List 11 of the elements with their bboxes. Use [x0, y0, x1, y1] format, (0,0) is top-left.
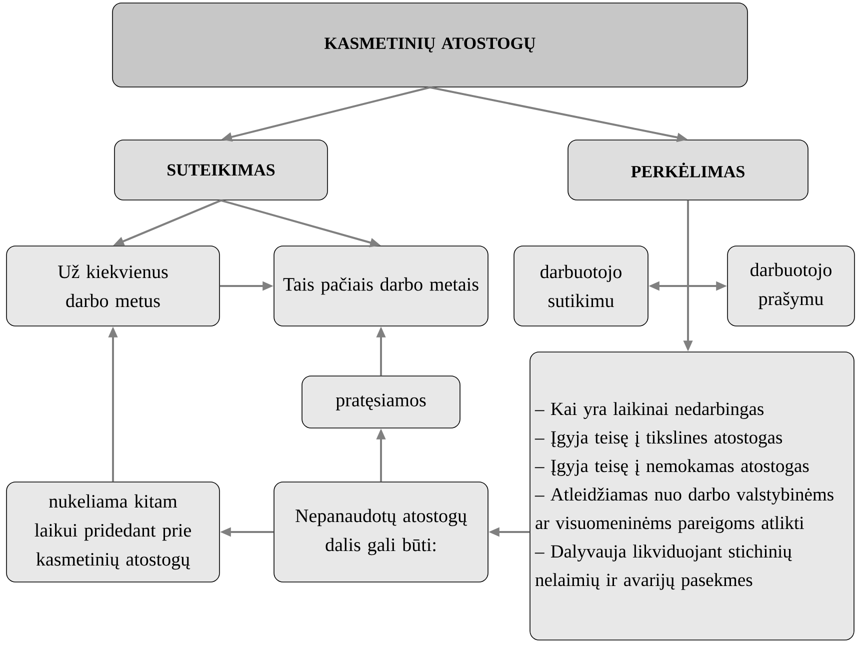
process-box: darbuotojo sutikimu: [514, 246, 648, 326]
condition-box: – Kai yra laikinai nedarbingas – Įgyja teisę į tikslines atostogas – Įgyja teisę į nemokamas atostogas – Atleidžiamas nuo darbo valstybinėms ar visuomeninėms pareigoms atlikti – Dalyvauja likviduojant stichinių nelaimių ir avarijų pasekmes: [530, 352, 854, 640]
category-box: PERKĖLIMAS: [568, 140, 808, 200]
category-box: SUTEIKIMAS: [114, 140, 328, 200]
process-box: darbuotojo prašymu: [727, 246, 855, 326]
process-box: nukeliama kitam laikui pridedant prie kasmetinių atostogų: [6, 482, 220, 582]
process-box: Už kiekvienus darbo metus: [6, 246, 220, 326]
title-box: KASMETINIŲ ATOSTOGŲ: [112, 2, 748, 88]
process-box: Tais pačiais darbo metais: [274, 246, 488, 326]
process-box: Nepanaudotų atostogų dalis gali būti:: [274, 482, 488, 582]
process-box: pratęsiamos: [302, 376, 460, 428]
